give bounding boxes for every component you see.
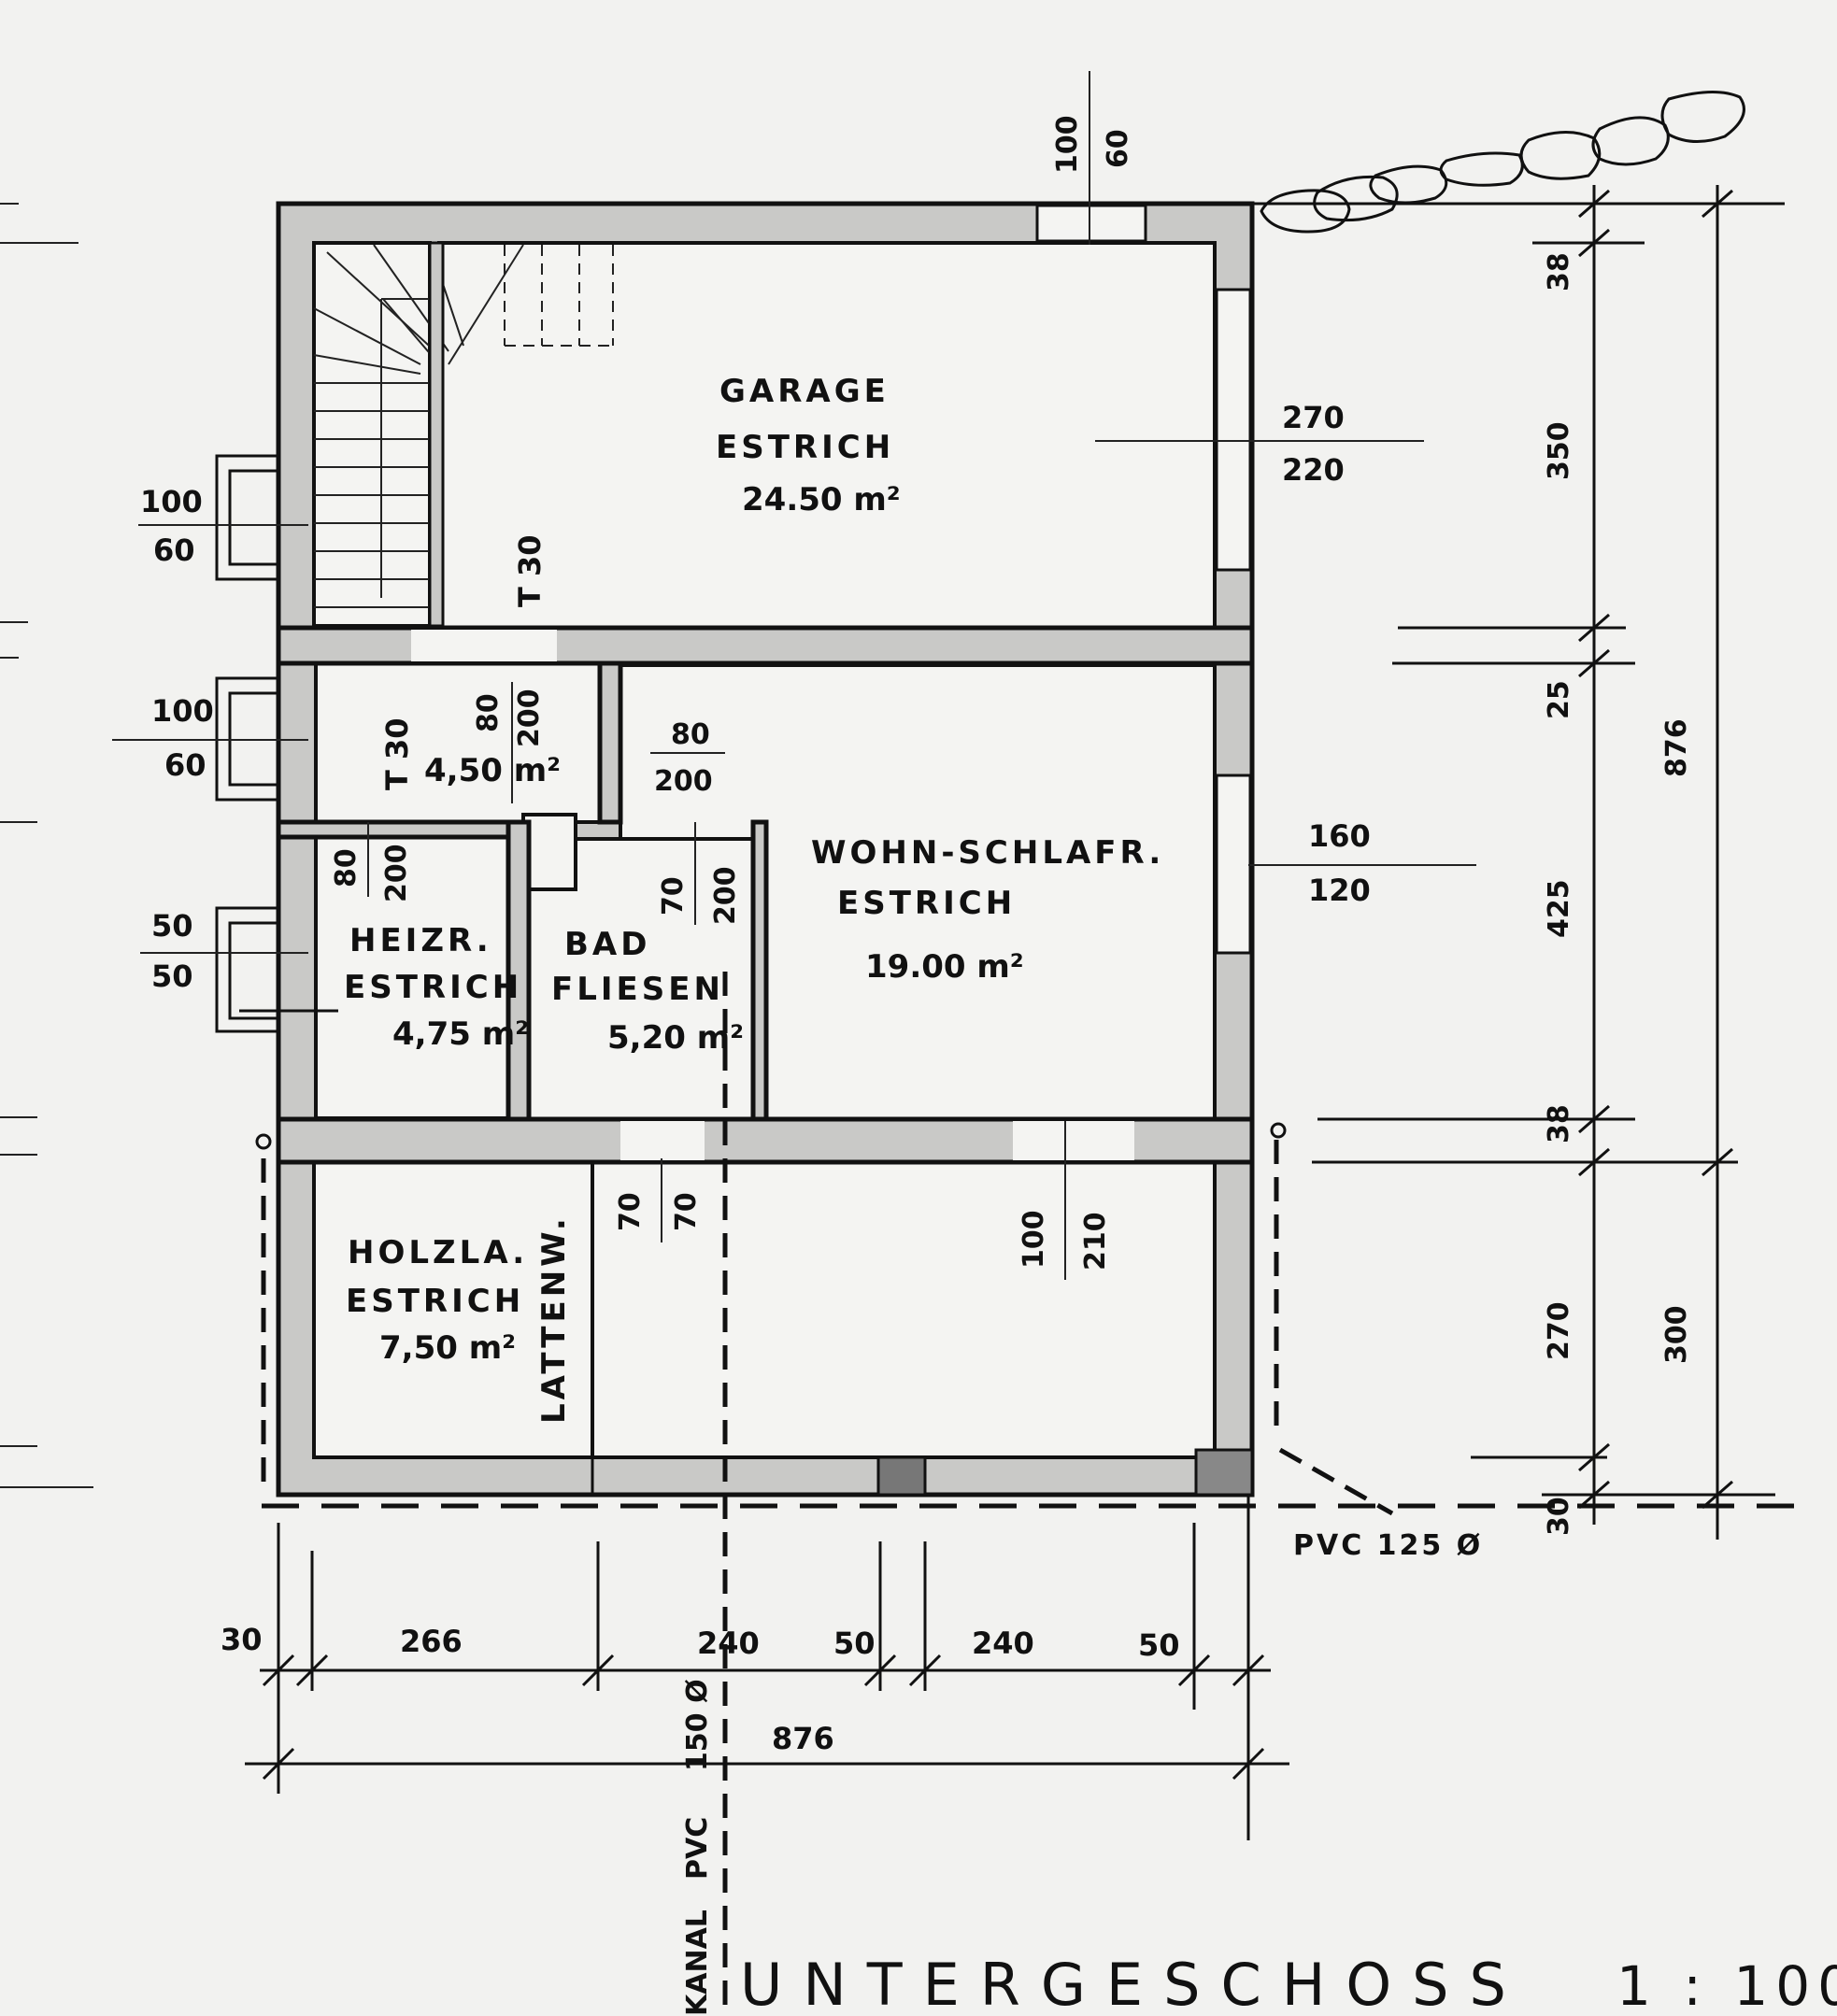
room-holzlager [312, 1160, 594, 1459]
door1-w: 80 [472, 693, 505, 732]
win-left1-w: 100 [140, 484, 203, 519]
garage-name: GARAGE [719, 373, 890, 410]
door6-w: 100 [1018, 1210, 1050, 1269]
garage-area: 24.50 m² [742, 481, 901, 518]
win-left2-h: 60 [164, 747, 206, 783]
wall-stair [428, 241, 445, 628]
marker-left [255, 1133, 272, 1150]
plan-title: UNTERGESCHOSS [740, 1951, 1527, 2016]
window-wohn-right [1215, 774, 1252, 955]
win-left3-h: 50 [151, 958, 193, 994]
bottom-dimension-lines [245, 1495, 1289, 1840]
wall-heiz-north [276, 819, 532, 840]
marker-right [1270, 1122, 1287, 1139]
bdim-4: 240 [972, 1626, 1034, 1661]
bdim-2: 240 [697, 1626, 760, 1661]
vorraum-area: 4,50 m² [424, 752, 561, 789]
bdim-0: 30 [221, 1622, 263, 1657]
holz-floor: ESTRICH [346, 1283, 524, 1320]
heiz-name: HEIZR. [349, 922, 492, 959]
garage-floor: ESTRICH [716, 429, 894, 466]
room-garage [437, 241, 1217, 630]
wall-vorraum-east [597, 660, 623, 825]
pipe-right-label: PVC 125 Ø [1293, 1529, 1483, 1562]
bdim-1: 266 [400, 1624, 463, 1659]
lattenwand-label: LATTENW. [535, 1214, 573, 1424]
bdim-total: 876 [772, 1721, 834, 1756]
win-left2-w: 100 [151, 693, 214, 729]
rdim-5: 270 [1543, 1301, 1575, 1360]
stone-wall [1260, 90, 1745, 234]
window-top [1035, 204, 1147, 243]
kanal-label: KANAL [681, 1910, 714, 2016]
bdim-5: 50 [1138, 1627, 1180, 1663]
door5-h: 70 [670, 1192, 703, 1231]
room-vorraum [314, 661, 602, 824]
door1-h: 200 [513, 689, 546, 747]
bad-name: BAD [564, 926, 650, 963]
wohn-area: 19.00 m² [865, 948, 1024, 986]
door-opening-wohn [1013, 1121, 1134, 1160]
plan-scale: 1 : 100 [1616, 1954, 1837, 2016]
door6-h: 210 [1079, 1212, 1112, 1271]
heiz-area: 4,75 m² [392, 1015, 529, 1053]
door4-h: 200 [709, 866, 742, 925]
bdim-3: 50 [833, 1626, 876, 1661]
win-top-h: 60 [1102, 129, 1134, 168]
room-stair [312, 241, 432, 628]
door2-w: 80 [671, 718, 710, 751]
holz-area: 7,50 m² [379, 1329, 516, 1367]
win-wohn-h: 120 [1308, 873, 1371, 908]
door3-w: 80 [330, 848, 363, 887]
rdim-total-upper: 876 [1660, 718, 1693, 777]
pipe-vertical-mat: PVC [681, 1817, 714, 1880]
door5-w: 70 [614, 1192, 647, 1231]
margin-ticks [0, 203, 93, 1488]
t30-vorraum: T 30 [379, 718, 415, 791]
win-top-w: 100 [1051, 115, 1084, 174]
win-left1-h: 60 [153, 532, 195, 568]
rdim-1: 350 [1543, 421, 1575, 480]
win-wohn-w: 160 [1308, 818, 1371, 854]
heiz-floor: ESTRICH [344, 969, 522, 1006]
door3-h: 200 [380, 844, 413, 902]
holz-name: HOLZLA. [348, 1234, 528, 1271]
room-lower-right [591, 1160, 1217, 1459]
rdim-3: 425 [1543, 879, 1575, 938]
column-2 [1194, 1448, 1254, 1497]
door-dividers [367, 682, 1066, 1280]
column-1 [876, 1455, 927, 1497]
win-garage-w: 270 [1282, 400, 1345, 435]
stair-upper-dashed [504, 245, 614, 347]
rdim-total-lower: 300 [1660, 1305, 1693, 1364]
rdim-0: 38 [1543, 252, 1575, 291]
win-garage-h: 220 [1282, 452, 1345, 488]
right-dimension-lines [1252, 185, 1785, 1540]
win-left3-w: 50 [151, 908, 193, 944]
window-garage-right [1215, 288, 1252, 572]
door-opening-lower [620, 1121, 705, 1160]
bad-floor: FLIESEN [551, 971, 724, 1008]
rdim-2: 25 [1543, 680, 1575, 719]
bad-area: 5,20 m² [607, 1019, 744, 1057]
door2-h: 200 [654, 765, 713, 798]
door-opening-garage [411, 630, 557, 661]
wohn-floor: ESTRICH [837, 885, 1016, 922]
rdim-4: 38 [1543, 1104, 1575, 1143]
pipe-vertical-size: 150 Ø [681, 1679, 714, 1771]
dashed-diagonal [1278, 1447, 1394, 1516]
rdim-6: 30 [1543, 1497, 1575, 1536]
t30-garage: T 30 [512, 535, 548, 608]
wohn-name: WOHN-SCHLAFR. [811, 834, 1164, 872]
wall-bad-east [750, 819, 769, 1122]
door4-w: 70 [657, 876, 690, 916]
